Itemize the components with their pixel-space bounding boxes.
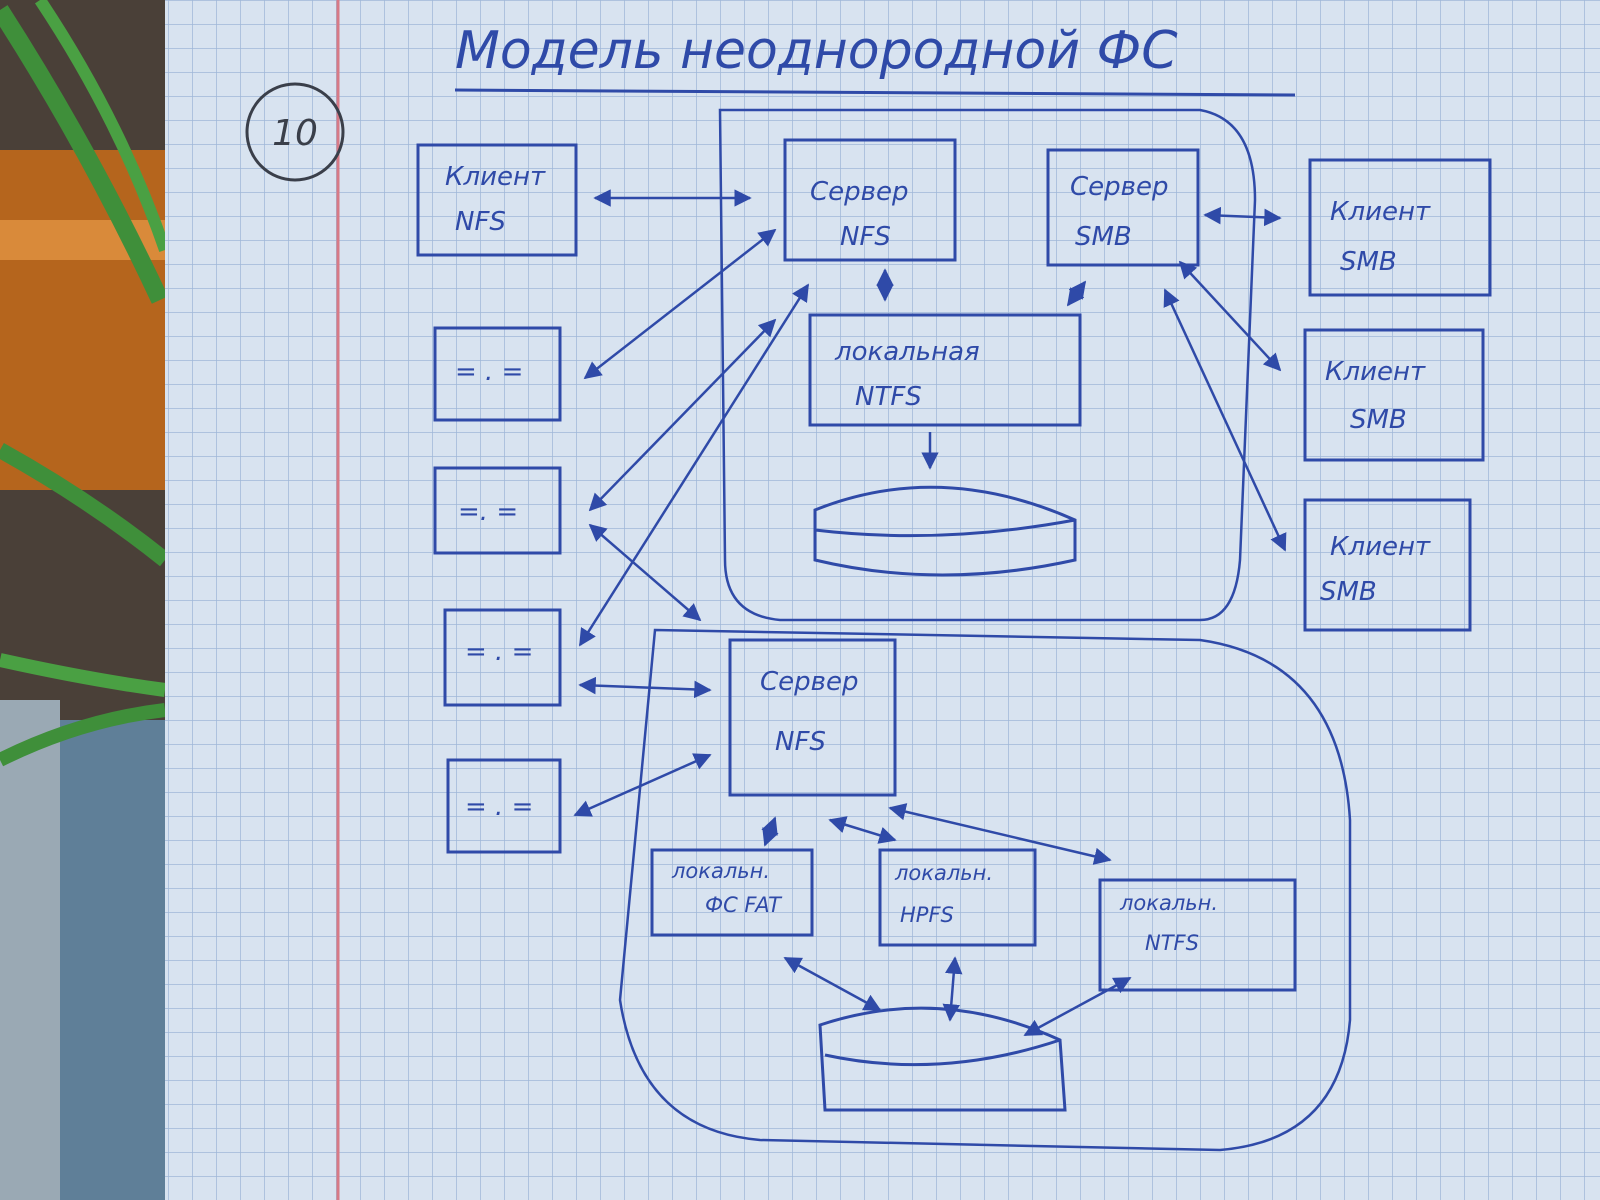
- server-nfs-top-box: [783, 138, 957, 262]
- page-number-circle: [245, 82, 345, 182]
- local-ntfs-bottom-line2: NTFS: [1145, 931, 1199, 955]
- ditto-box-3: [443, 608, 562, 707]
- local-fat-line2: ФС FAT: [705, 893, 783, 917]
- arrow-hpfs-disk: [942, 956, 963, 1022]
- page-number: 10: [272, 113, 318, 154]
- local-fat-box: [650, 848, 814, 937]
- notebook-paper: [165, 0, 1600, 1200]
- arrow-fat-disk: [783, 956, 882, 1012]
- disk-bottom: [818, 1006, 1067, 1112]
- arrow-smb-local: [1066, 280, 1087, 307]
- local-top-line1: локальная: [834, 337, 980, 367]
- client-smb-1-line2: SMB: [1340, 247, 1397, 277]
- ditto-box-2: [433, 466, 562, 555]
- arrow-server-smb-client: [1203, 206, 1282, 227]
- client-smb-box-1: [1308, 158, 1492, 297]
- server-nfs-bottom-box: [728, 638, 897, 797]
- client-smb-box-3: [1303, 498, 1472, 632]
- local-ntfs-top-box: [808, 313, 1082, 427]
- client-nfs-line2: NFS: [455, 207, 506, 237]
- arrow-ditto4-server-bottom: [573, 753, 712, 817]
- server-smb-box: [1046, 148, 1200, 267]
- ditto-box-1: [433, 326, 562, 422]
- client-smb-2-line1: Клиент: [1325, 357, 1426, 387]
- client-smb-1-line1: Клиент: [1330, 197, 1431, 227]
- local-top-line2: NTFS: [855, 382, 922, 412]
- server-smb-line1: Сервер: [1070, 172, 1168, 202]
- client-smb-3-line1: Клиент: [1330, 532, 1431, 562]
- local-hpfs-line2: HPFS: [900, 903, 954, 927]
- arrow-server-fat: [761, 816, 779, 847]
- client-smb-2-line2: SMB: [1350, 405, 1407, 435]
- client-smb-box-2: [1303, 328, 1485, 462]
- server-nfs-top-line2: NFS: [840, 222, 891, 252]
- ditto-box-4: [446, 758, 562, 854]
- ditto-3-text: = . =: [465, 637, 533, 667]
- client-nfs-box: [416, 143, 578, 257]
- ditto-2-text: =. =: [458, 497, 518, 527]
- disk-top: [813, 485, 1077, 577]
- server-nfs-top-line1: Сервер: [810, 177, 908, 207]
- arrow-ditto3-server-bottom: [578, 676, 712, 699]
- bottom-group-outline: [618, 628, 1352, 1152]
- diagram-title: Модель неоднородной ФС: [455, 21, 1178, 81]
- background: [0, 0, 171, 1200]
- title-underline: [454, 88, 1296, 97]
- arrow-server-hpfs: [828, 816, 897, 844]
- client-nfs-line1: Клиент: [445, 162, 546, 192]
- server-smb-line2: SMB: [1075, 222, 1132, 252]
- local-fat-line1: локальн.: [671, 859, 770, 883]
- local-hpfs-line1: локальн.: [894, 861, 993, 885]
- arrow-server-smb-client-3: [1163, 288, 1287, 552]
- ditto-1-text: = . =: [455, 357, 523, 387]
- server-nfs-bottom-line2: NFS: [775, 727, 826, 757]
- local-ntfs-bottom-box: [1098, 878, 1297, 992]
- local-ntfs-bottom-line1: локальн.: [1119, 891, 1218, 915]
- arrow-ditto2-server-bottom: [588, 523, 702, 622]
- server-nfs-bottom-line1: Сервер: [760, 667, 858, 697]
- ditto-4-text: = . =: [465, 792, 533, 822]
- arrow-server-ntfs: [888, 803, 1112, 865]
- arrow-ntfs-disk: [1023, 976, 1132, 1037]
- client-smb-3-line2: SMB: [1320, 577, 1377, 607]
